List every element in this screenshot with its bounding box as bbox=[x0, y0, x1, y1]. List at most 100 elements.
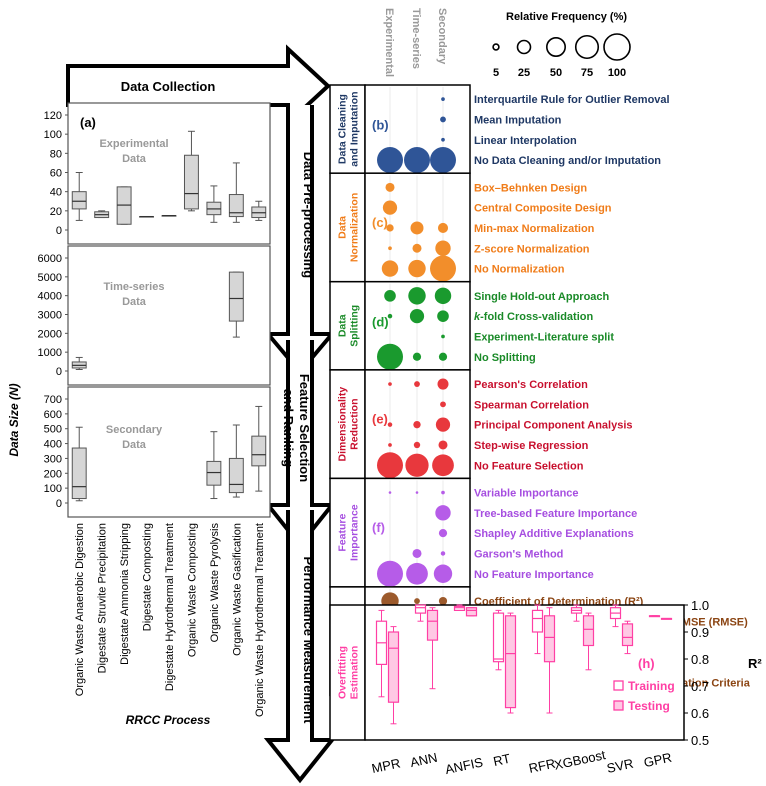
r2-tick-label: 0.8 bbox=[691, 652, 709, 667]
box bbox=[228, 194, 244, 218]
row-label: Single Hold-out Approach bbox=[474, 291, 610, 303]
box bbox=[206, 460, 222, 486]
frequency-bubble bbox=[441, 334, 445, 339]
tick-label: 200 bbox=[44, 468, 62, 480]
row-label: No Data Cleaning and/or Imputation bbox=[474, 155, 661, 167]
r2-axis-label: R² bbox=[748, 656, 762, 671]
legend-bubble-label: 50 bbox=[550, 67, 562, 79]
row-label: Mean Imputation bbox=[474, 114, 562, 126]
frequency-bubble bbox=[388, 491, 392, 494]
frequency-bubble bbox=[415, 491, 419, 494]
testing-box bbox=[582, 615, 595, 647]
group-title-line: Reduction bbox=[349, 398, 361, 449]
group-panel-label: (f) bbox=[372, 520, 385, 535]
tick-label: 100 bbox=[44, 129, 62, 141]
training-box bbox=[492, 612, 505, 663]
frequency-bubble bbox=[413, 420, 421, 429]
frequency-bubble bbox=[409, 309, 425, 324]
frequency-bubble bbox=[414, 381, 420, 387]
frequency-bubble bbox=[386, 224, 394, 232]
frequency-bubble bbox=[388, 443, 392, 447]
legend-testing-label: Testing bbox=[628, 699, 670, 713]
legend-bubble bbox=[574, 34, 600, 60]
group-title-line: Data bbox=[337, 216, 349, 239]
frequency-bubble bbox=[377, 560, 403, 587]
row-label: Step-wise Regression bbox=[474, 440, 589, 452]
frequency-bubble bbox=[410, 221, 424, 235]
group-title-line: Splitting bbox=[349, 305, 361, 347]
process-label: Organic Waste Composting bbox=[186, 523, 198, 657]
left-boxplot-panels: 0204060801001200100020003000400050006000… bbox=[38, 102, 271, 717]
tick-label: 4000 bbox=[38, 291, 62, 303]
row-label: Min-max Normalization bbox=[474, 223, 595, 235]
r2-tick-label: 0.9 bbox=[691, 625, 709, 640]
column-header: Time-series bbox=[410, 8, 422, 69]
frequency-bubble bbox=[381, 260, 399, 277]
frequency-bubble bbox=[430, 255, 456, 282]
testing-box bbox=[387, 631, 400, 703]
frequency-bubble bbox=[438, 529, 448, 538]
frequency-bubble bbox=[382, 200, 398, 215]
row-label: Shapley Additive Explanations bbox=[474, 528, 634, 540]
x-axis-title: RRCC Process bbox=[126, 713, 211, 727]
model-label: MPR bbox=[370, 755, 401, 776]
box bbox=[228, 271, 244, 322]
group-panel-label: (d) bbox=[372, 314, 389, 329]
frequency-bubble bbox=[441, 490, 445, 495]
row-label: Box–Behnken Design bbox=[474, 182, 587, 194]
performance-measurement-label: Performance Measurement bbox=[301, 557, 316, 725]
column-header: Experimental bbox=[383, 8, 395, 77]
legend-bubble bbox=[603, 33, 631, 61]
testing-box bbox=[504, 615, 517, 709]
tick-label: 1000 bbox=[38, 347, 62, 359]
box bbox=[71, 191, 87, 210]
feature-selection-line1: Feature Selection bbox=[297, 374, 312, 482]
process-label: Digestate Composting bbox=[142, 523, 154, 631]
r2-tick-label: 0.6 bbox=[691, 706, 709, 721]
secondary-data-label-2: Data bbox=[122, 439, 147, 451]
data-preprocessing-label: Data Pre-processing bbox=[301, 152, 316, 278]
frequency-bubble bbox=[441, 137, 445, 142]
tick-label: 120 bbox=[44, 110, 62, 122]
group-title-line: Feature bbox=[337, 514, 349, 552]
tick-label: 80 bbox=[50, 148, 62, 160]
italic-k: k bbox=[474, 311, 481, 323]
frequency-bubble bbox=[412, 243, 422, 253]
legend-bubble bbox=[546, 37, 566, 57]
tick-label: 60 bbox=[50, 168, 62, 180]
frequency-bubble bbox=[435, 505, 451, 521]
overfit-plot-cell bbox=[364, 604, 685, 741]
frequency-bubble bbox=[437, 378, 449, 390]
box bbox=[228, 457, 244, 494]
column-header: Secondary bbox=[436, 8, 448, 65]
frequency-bubble bbox=[388, 246, 392, 251]
frequency-bubble bbox=[404, 147, 430, 174]
frequency-bubble bbox=[440, 551, 446, 556]
group-title-line: Normalization bbox=[349, 193, 361, 262]
tick-label: 400 bbox=[44, 439, 62, 451]
row-label: Interquartile Rule for Outlier Removal bbox=[474, 94, 670, 106]
frequency-bubble bbox=[412, 548, 422, 558]
frequency-bubble bbox=[385, 182, 395, 192]
training-box bbox=[531, 609, 544, 633]
row-label: Variable Importance bbox=[474, 488, 579, 500]
process-label: Organic Waste Pyrolysis bbox=[209, 523, 221, 643]
row-label: No Feature Selection bbox=[474, 460, 584, 472]
frequency-bubble bbox=[384, 290, 396, 302]
tick-label: 6000 bbox=[38, 253, 62, 265]
row-label: Central Composite Design bbox=[474, 203, 612, 215]
group-panel-label: (c) bbox=[372, 215, 388, 230]
frequency-bubble bbox=[414, 598, 420, 604]
legend-bubble-label: 25 bbox=[518, 67, 530, 79]
frequency-bubble bbox=[408, 259, 426, 278]
model-label: RFR bbox=[527, 756, 556, 776]
frequency-bubble bbox=[405, 453, 429, 477]
group-title-line: Dimensionality bbox=[337, 387, 349, 462]
